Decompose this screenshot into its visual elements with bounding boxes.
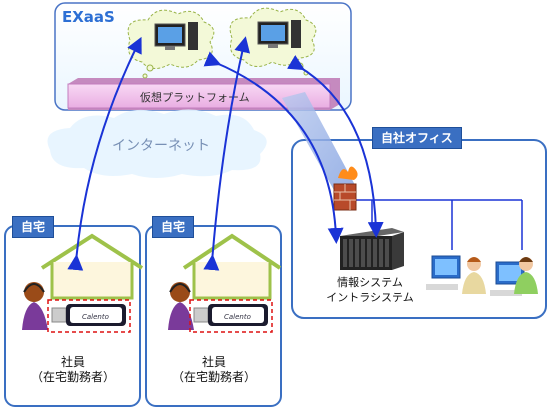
- worker-headset-icon-1: [22, 282, 48, 330]
- connection-arrow-home1-vm1: [67, 36, 142, 271]
- employee-sub-label-1: （在宅勤務者）: [30, 370, 115, 384]
- office-worker-2-icon: [490, 257, 538, 296]
- exaas-logo: EXaaS: [62, 8, 115, 26]
- usb-key-icon-2: Calento: [189, 299, 273, 333]
- usb-brand-1: Calento: [82, 313, 109, 321]
- office-worker-1-icon: [426, 255, 486, 294]
- connection-arrow-vm2-server: [287, 55, 384, 238]
- home-title-2: 自宅: [152, 216, 195, 238]
- employee-label-2: 社員: [201, 355, 226, 369]
- home-title-1: 自宅: [12, 216, 55, 238]
- home-caption-1: 社員 （在宅勤務者）: [18, 355, 128, 385]
- system-label-line1: 情報システム: [337, 276, 403, 289]
- system-label-line2: イントラシステム: [326, 291, 414, 304]
- employee-sub-label-2: （在宅勤務者）: [171, 370, 256, 384]
- usb-brand-2: Calento: [224, 313, 251, 321]
- home-caption-2: 社員 （在宅勤務者）: [159, 355, 269, 385]
- server-caption: 情報システム イントラシステム: [320, 275, 420, 305]
- internet-label: インターネット: [112, 138, 210, 154]
- office-title: 自社オフィス: [372, 127, 462, 149]
- worker-headset-icon-2: [168, 282, 194, 330]
- employee-label-1: 社員: [60, 355, 85, 369]
- usb-key-icon-1: Calento: [47, 299, 131, 333]
